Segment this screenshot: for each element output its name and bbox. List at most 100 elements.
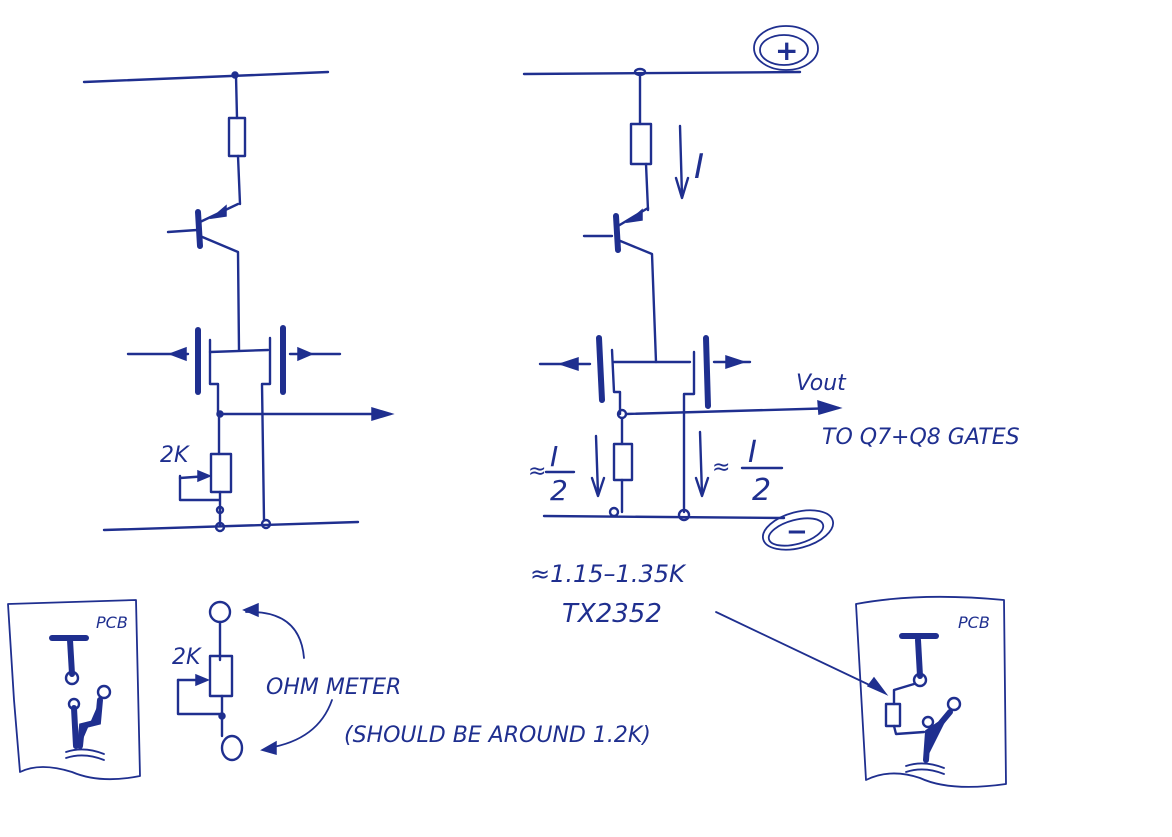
left-mosfet-right-drain (260, 336, 272, 522)
pcb-right-resistor (884, 702, 902, 728)
right-gate-arrow-left (557, 356, 579, 372)
resistance-range-label: ≈1.15–1.35K (530, 560, 687, 588)
part-pointer-arrow (866, 676, 889, 696)
left-bottom-rail (102, 520, 360, 532)
ohm-wiper-node (218, 712, 226, 720)
pcb-right-link (892, 682, 916, 706)
half-current-right-prefix: ≈ (712, 455, 730, 480)
pcb-left-label: PCB (96, 613, 128, 632)
pcb-right-pad-right (946, 696, 962, 712)
right-transistor-emitter-arrow (625, 208, 643, 224)
left-mosfet-source-link (208, 348, 270, 354)
plus-rail-circle (753, 25, 819, 71)
pcb-left-trace-left (71, 705, 79, 749)
pcb-left-pad-top (64, 670, 80, 686)
ohm-probe-arrow-bottom (260, 740, 277, 755)
left-transistor-base-lead (166, 228, 199, 234)
pcb-left-sketch: PCB (7, 599, 141, 781)
right-current-arrow-head (674, 176, 690, 200)
right-mosfet-left-gate (596, 335, 605, 403)
pcb-left-pad-right (96, 684, 112, 700)
right-bottom-rail (542, 514, 786, 520)
half-current-right-denominator: 2 (752, 473, 771, 508)
ohm-probe-top (208, 600, 232, 624)
ohm-wiper-arrow (195, 673, 210, 687)
right-half-current-arrow-head (694, 476, 710, 498)
right-circuit: + I Vout TO Q7+Q8 GATES (522, 25, 1020, 696)
right-half-current-arrow-line (698, 430, 704, 496)
left-transistor-base-bar (195, 209, 203, 249)
left-half-current-arrow-head (590, 476, 606, 498)
ohm-note-label: (SHOULD BE AROUND 1.2K) (344, 723, 651, 748)
vout-label: Vout (796, 371, 847, 396)
left-top-rail (82, 70, 330, 84)
minus-rail-label: − (786, 517, 808, 547)
pcb-right-trace-right (923, 709, 953, 763)
right-pot-node (608, 506, 620, 518)
pcb-right-trace-top (915, 637, 923, 679)
pcb-right-outline (855, 595, 1007, 788)
ohm-resistor-label: 2K (172, 645, 202, 670)
right-top-rail (522, 70, 802, 76)
half-current-left-numerator: I (550, 440, 558, 473)
right-drain-node (677, 508, 691, 522)
right-current-arrow-line (678, 124, 684, 198)
ohm-probe-curve-top (245, 611, 305, 659)
pcb-right-ground-squiggle (905, 762, 945, 775)
half-current-right-numerator: I (748, 435, 757, 470)
pcb-left-trace-top (67, 637, 75, 677)
ohmmeter-sketch: 2K OHM METER (SHOULD BE AROUND 1.2K) (172, 600, 651, 762)
right-transistor-base-bar (613, 213, 621, 253)
left-supply-wire (234, 74, 239, 120)
plus-rail-circle-inner (759, 34, 809, 66)
right-top-resistor (629, 122, 653, 166)
right-transistor-collector (616, 238, 658, 364)
left-top-resistor (227, 116, 247, 158)
left-emitter-wire (236, 154, 242, 206)
half-current-left-prefix: ≈ (528, 459, 546, 484)
left-pot-node-1 (215, 505, 225, 515)
vout-destination-label: TO Q7+Q8 GATES (822, 425, 1020, 450)
minus-rail-circle-inner (767, 517, 825, 547)
right-mosfet-right-gate (703, 335, 711, 409)
ohm-probe-bottom (220, 734, 244, 762)
pcb-right-label: PCB (958, 613, 990, 632)
pcb-left-ground-squiggle (65, 748, 105, 761)
left-mosfet-left-drain (208, 338, 220, 416)
pcb-left-pad-left (67, 697, 81, 711)
pcb-right-link-lower (892, 724, 926, 736)
left-resistor-label: 2K (160, 443, 190, 468)
right-mosfet-left-drain (610, 348, 622, 416)
left-transistor-collector (198, 234, 241, 352)
pcb-right-pad-mid (921, 715, 935, 729)
left-transistor-emitter-arrow (209, 204, 227, 220)
right-output-arrow (817, 399, 843, 415)
left-circuit: 2K (82, 70, 395, 533)
right-gate-arrow-right (725, 354, 747, 370)
ohm-pot (208, 654, 234, 698)
left-gate-arrow-right (297, 346, 314, 362)
minus-rail-circle (762, 509, 834, 551)
right-pot (612, 442, 634, 482)
part-pointer-line (715, 611, 881, 691)
left-output-arrow (371, 406, 395, 422)
left-pot-wiper-loop (178, 474, 221, 502)
part-number-label: TX2352 (562, 599, 662, 629)
pcb-right-pad-top (912, 672, 928, 688)
right-emitter-wire (644, 162, 650, 212)
ohm-probe-curve-bottom (267, 699, 333, 749)
right-mosfet-right-drain (682, 350, 696, 514)
pcb-left-outline (7, 599, 141, 781)
ohmmeter-label: OHM METER (266, 675, 401, 700)
ohm-wiper-loop (176, 678, 222, 716)
left-pot-wiper-arrow (197, 469, 212, 483)
plus-rail-label: + (775, 34, 798, 67)
right-current-label: I (694, 147, 704, 187)
left-gate-arrow-left (167, 346, 187, 362)
half-current-left-denominator: 2 (550, 474, 568, 507)
right-output-wire (624, 406, 840, 416)
left-half-current-arrow-line (594, 434, 600, 496)
pcb-right-sketch: PCB (855, 595, 1007, 788)
